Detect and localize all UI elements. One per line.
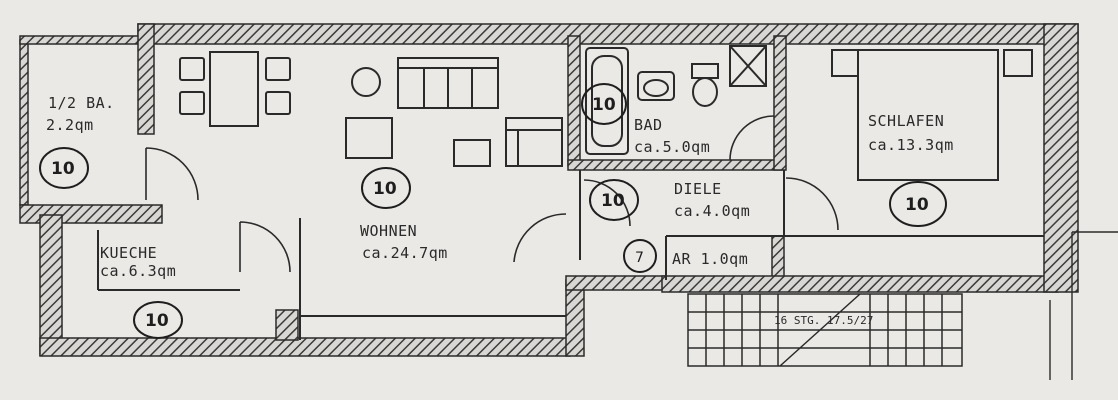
chair: [265, 91, 291, 115]
stairs-label: 16 STG. 17.5/27: [774, 314, 873, 327]
room-area: 2.2qm: [46, 116, 94, 134]
bed: [857, 49, 999, 181]
wall-bath-bottom: [567, 159, 783, 171]
room-bedroom: SCHLAFEN ca.13.3qm 10: [868, 112, 954, 227]
wall-bath-left: [567, 35, 581, 167]
room-marker: 10: [592, 95, 616, 115]
room-living: 10 WOHNEN ca.24.7qm: [360, 167, 448, 262]
round-table: [351, 67, 381, 97]
room-name: DIELE: [674, 180, 722, 198]
wall-kitchen-right: [275, 309, 299, 341]
room-half-bath: 1/2 BA. 2.2qm 10: [39, 94, 115, 189]
wall-bedroom-bottom: [661, 275, 1059, 293]
coffee-table: [453, 139, 491, 167]
armchair: [505, 117, 563, 167]
room-area: ca.24.7qm: [362, 244, 448, 262]
room-name: SCHLAFEN: [868, 112, 944, 130]
room-marker: 10: [373, 179, 397, 199]
room-name: 1/2 BA.: [48, 94, 115, 112]
room-name: BAD: [634, 116, 663, 134]
room-marker: 10: [905, 195, 929, 215]
wall-storage-right: [771, 235, 785, 281]
door-swing: [239, 221, 291, 273]
wall-bath-right: [773, 35, 787, 171]
outside-lines: [1049, 231, 1118, 380]
chair: [179, 91, 205, 115]
room-marker: 10: [51, 159, 75, 179]
wall-right: [1043, 23, 1079, 293]
wall-top-left-section: [19, 35, 141, 45]
wall-living-right: [565, 279, 585, 357]
stairs: [687, 293, 963, 367]
wall-halfbath-right: [137, 23, 155, 135]
dining-table: [209, 51, 259, 127]
room-marker: 10: [601, 191, 625, 211]
chair: [265, 57, 291, 81]
bathtub: [585, 47, 629, 155]
sink: [637, 71, 675, 101]
door-swing: [729, 115, 775, 161]
chair: [179, 57, 205, 81]
room-name: WOHNEN: [360, 222, 417, 240]
furniture: [179, 45, 1033, 181]
room-storage: 7 AR 1.0qm: [623, 239, 748, 273]
wall-bottom: [39, 337, 571, 357]
shaft: [729, 45, 767, 87]
door-swing: [785, 177, 839, 231]
wall-corridor-bottom: [565, 275, 667, 291]
doors: [145, 115, 839, 273]
room-area: ca.4.0qm: [674, 202, 750, 220]
wall-left-lower: [39, 214, 63, 356]
wall-left-upper: [19, 39, 29, 206]
nightstand: [1003, 49, 1033, 77]
room-area: ca.13.3qm: [868, 136, 954, 154]
room-area: ca.6.3qm: [100, 262, 176, 280]
door-swing: [145, 147, 199, 201]
door-swing: [583, 179, 631, 227]
armchair: [345, 117, 393, 159]
door-swing: [513, 213, 567, 263]
partitions: [97, 170, 1044, 340]
room-marker: 10: [145, 311, 169, 331]
room-kitchen: KUECHE ca.6.3qm 10: [100, 244, 183, 339]
room-hall: 10 DIELE ca.4.0qm: [589, 179, 750, 221]
room-marker: 7: [635, 250, 644, 266]
room-name: KUECHE: [100, 244, 157, 262]
nightstand: [831, 49, 859, 77]
wall-top: [137, 23, 1079, 45]
room-bath: 10 BAD ca.5.0qm: [581, 83, 710, 156]
room-name: AR 1.0qm: [672, 250, 748, 268]
room-area: ca.5.0qm: [634, 138, 710, 156]
